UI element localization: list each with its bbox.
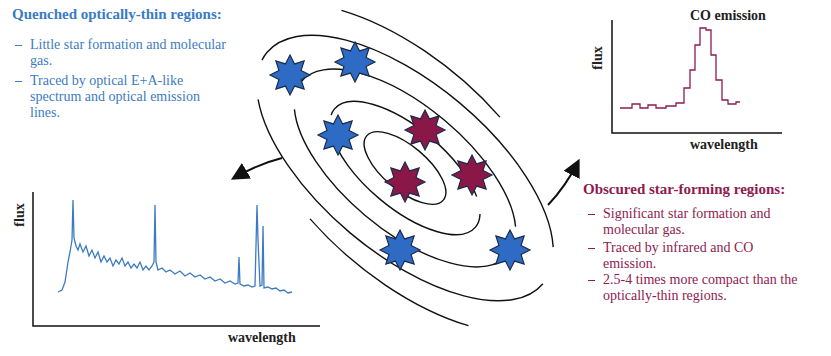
pointer-arrow [234, 158, 282, 178]
bullet-dash [15, 81, 22, 82]
bullet-dash [15, 45, 22, 46]
plot-title: CO emission [690, 8, 766, 24]
axis-label: flux [12, 203, 28, 226]
axis-label: wavelength [228, 330, 296, 346]
bullet-dash [588, 214, 595, 215]
co-spectrum [620, 28, 740, 108]
axis-label: flux [590, 46, 606, 69]
bullet-text: Traced by optical E+A-like spectrum and … [30, 73, 230, 121]
galaxy-rings [200, 0, 610, 356]
pointer-arrow [548, 162, 578, 205]
bullet-text: Significant star formation and molecular… [603, 206, 803, 238]
plot-axes [33, 192, 320, 326]
section-heading: Quenched optically-thin regions: [12, 6, 222, 22]
plot-axes [612, 20, 782, 133]
optical-spectrum [58, 200, 292, 293]
axis-label: wavelength [690, 137, 758, 153]
section-heading: Obscured star-forming regions: [583, 181, 785, 197]
star-symbols [270, 42, 530, 270]
bullet-text: Little star formation and molecular gas. [30, 37, 230, 69]
bullet-dash [588, 248, 595, 249]
bullet-text: 2.5-4 times more compact than the optica… [603, 272, 803, 304]
bullet-text: Traced by infrared and CO emission. [603, 240, 803, 272]
bullet-dash [588, 280, 595, 281]
